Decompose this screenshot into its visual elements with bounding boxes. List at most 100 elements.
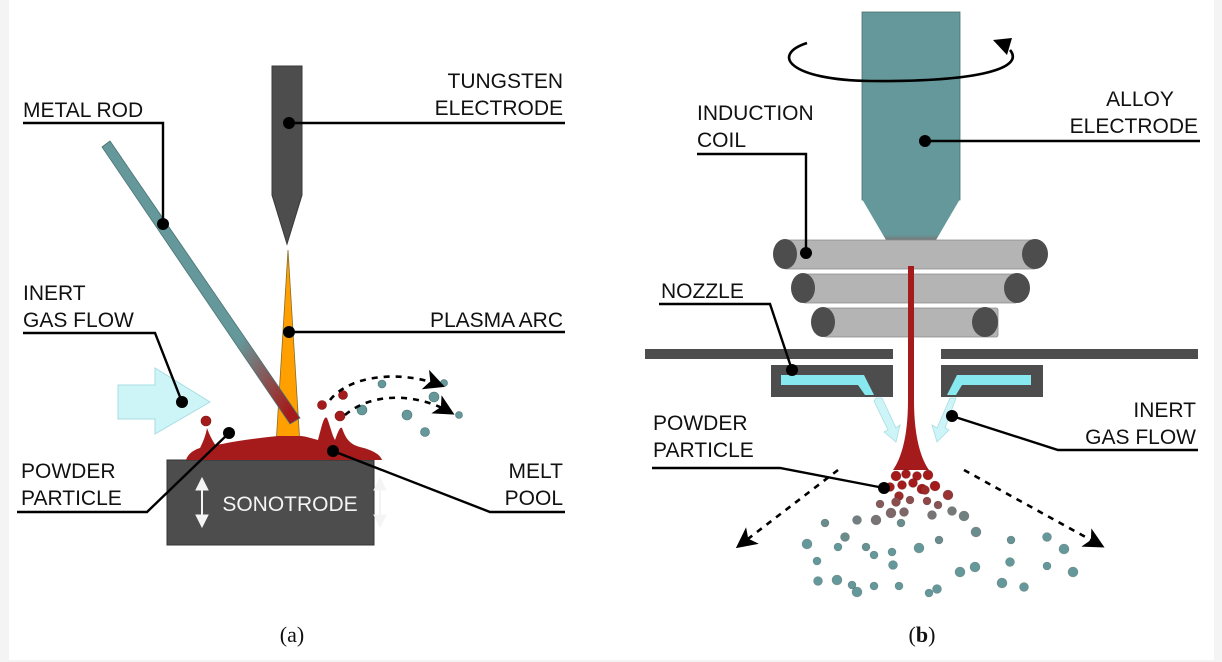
- powder-particle: [901, 469, 911, 479]
- powder-particle: [896, 518, 906, 528]
- leader-dot: [327, 445, 339, 457]
- powder-particle: [890, 470, 902, 482]
- metal-rod: [101, 140, 301, 425]
- label-alloy-electrode-line2: ELECTRODE: [1070, 115, 1198, 138]
- vibration-arrow-right-icon: [373, 476, 387, 529]
- gas-flow-arrow-right: [931, 397, 957, 443]
- solidified-particles: [356, 379, 463, 437]
- label-metal-rod: METAL ROD: [23, 99, 143, 122]
- label-induction-coil-line2: COIL: [697, 129, 746, 152]
- powder-particle: [969, 561, 981, 573]
- powder-particle: [958, 510, 970, 522]
- leader-induction-coil: [697, 152, 808, 253]
- powder-particle: [913, 542, 925, 554]
- powder-particle: [934, 535, 944, 545]
- panel-a: SONOTRODE METAL ROD TUNGST: [17, 65, 565, 647]
- leader-dot: [283, 326, 295, 338]
- leader-inert-gas-flow-b: [951, 414, 1198, 452]
- powder-particle: [1006, 535, 1016, 545]
- label-melt-pool-line2: POOL: [505, 487, 563, 510]
- powder-particle: [1019, 582, 1029, 592]
- powder-particle: [840, 532, 850, 542]
- label-melt-pool-line1: MELT: [509, 460, 564, 483]
- label-nozzle: NOZZLE: [661, 280, 744, 303]
- leader-metal-rod: [23, 121, 165, 224]
- label-powder-particle-b-line2: PARTICLE: [653, 439, 754, 462]
- sonotrode-label: SONOTRODE: [222, 493, 357, 516]
- powder-particle: [912, 471, 922, 481]
- powder-particle: [820, 518, 830, 528]
- powder-particles: [801, 469, 1079, 598]
- leader-dot: [157, 218, 169, 230]
- powder-particle: [1005, 557, 1015, 567]
- label-powder-particle-line1: POWDER: [21, 460, 116, 483]
- melt-spike-left: [200, 428, 216, 448]
- spray-trajectory-right: [963, 468, 1105, 548]
- powder-particle: [996, 577, 1008, 589]
- nozzle-plate-right: [941, 349, 1198, 359]
- label-powder-particle-line2: PARTICLE: [21, 487, 122, 510]
- powder-particle: [1067, 566, 1079, 578]
- tungsten-electrode: [271, 65, 303, 246]
- label-powder-particle-b-line1: POWDER: [653, 412, 748, 435]
- label-alloy-electrode-line1: ALLOY: [1106, 88, 1174, 111]
- powder-particle: [885, 507, 897, 519]
- label-tungsten-electrode-line2: ELECTRODE: [435, 97, 563, 120]
- powder-particle: [922, 496, 932, 506]
- gas-flow-arrow-left: [873, 397, 901, 443]
- powder-particle: [887, 547, 897, 557]
- powder-particle: [813, 576, 823, 586]
- powder-particle: [929, 480, 941, 492]
- powder-particle: [869, 581, 879, 591]
- gas-channel-right: [947, 375, 1031, 395]
- powder-particle: [1058, 543, 1070, 555]
- label-inert-gas-flow-line1: INERT: [23, 282, 86, 305]
- powder-particle: [924, 588, 934, 598]
- leader-dot: [283, 117, 295, 129]
- nozzle-plate-left: [645, 349, 893, 359]
- alloy-electrode-tip: [862, 199, 960, 264]
- powder-particle: [870, 514, 882, 526]
- powder-particle: [891, 497, 901, 507]
- caption-b: (b): [909, 622, 936, 647]
- leader-powder-particle-b: [652, 466, 885, 490]
- gas-channel-left: [781, 375, 874, 395]
- trajectory-lower: [344, 395, 455, 416]
- powder-particle: [908, 478, 918, 488]
- spray-trajectory-left: [735, 468, 839, 549]
- powder-particle: [888, 560, 898, 570]
- leader-inert-gas-flow: [23, 331, 184, 403]
- powder-particle: [801, 538, 813, 550]
- melt-stream-flare: [893, 400, 929, 470]
- powder-particle: [922, 469, 934, 481]
- leader-dot: [786, 364, 798, 376]
- powder-particle: [831, 574, 843, 586]
- label-plasma-arc: PLASMA ARC: [430, 309, 563, 332]
- leader-dot: [946, 410, 958, 422]
- panel-b: INDUCTION COIL ALLOY ELECTRODE NOZZLE PO…: [645, 11, 1200, 647]
- powder-particle: [897, 480, 907, 490]
- leader-dot: [919, 135, 931, 147]
- trajectory-upper: [328, 369, 445, 401]
- leader-dot: [800, 247, 812, 259]
- powder-particle: [970, 526, 982, 538]
- powder-particle: [927, 510, 937, 520]
- label-inert-gas-flow-b-line1: INERT: [1133, 399, 1196, 422]
- leader-nozzle: [659, 302, 794, 371]
- alloy-electrode: [861, 11, 961, 201]
- powder-particle: [851, 586, 863, 598]
- powder-particle: [847, 580, 857, 590]
- leader-dot: [176, 396, 188, 408]
- leader-melt-pool: [332, 449, 565, 514]
- inert-gas-flow-arrow: [117, 367, 211, 435]
- vibration-arrow-left-icon: [195, 476, 209, 529]
- label-tungsten-electrode-line1: TUNGSTEN: [448, 70, 564, 93]
- powder-particle: [812, 556, 822, 566]
- leader-dot: [223, 427, 235, 439]
- caption-a: (a): [280, 622, 304, 647]
- molten-droplets: [200, 390, 348, 427]
- powder-particle: [894, 581, 904, 591]
- powder-particle: [861, 542, 871, 552]
- figure-canvas: [9, 0, 1214, 660]
